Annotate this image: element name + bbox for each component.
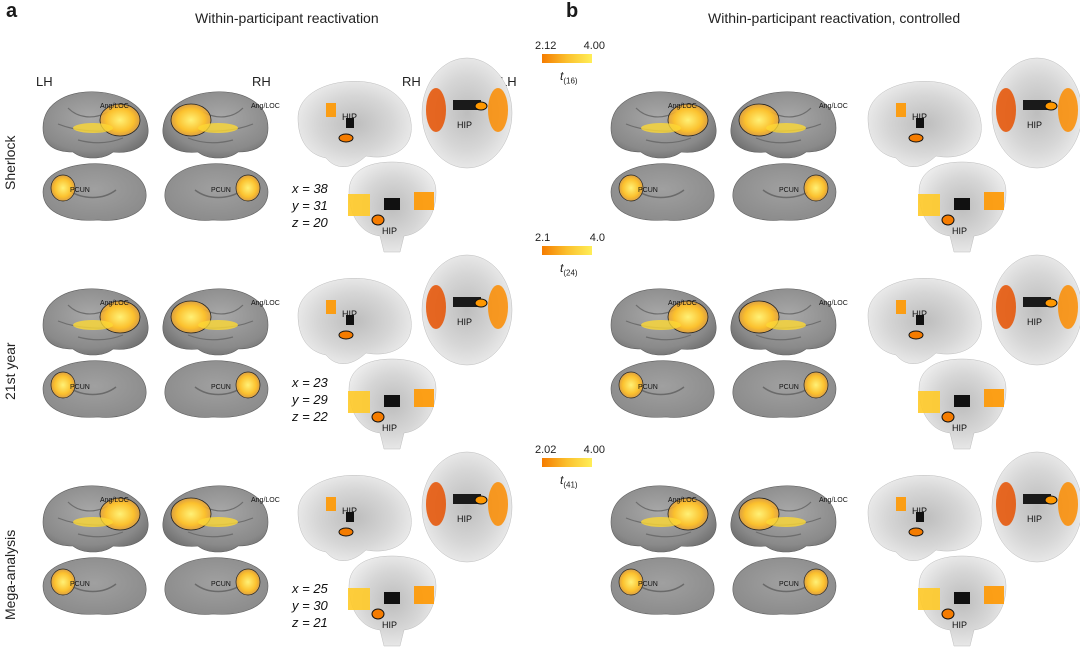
medial-lh-r1-p0 bbox=[42, 360, 147, 418]
svg-text:HIP: HIP bbox=[457, 120, 472, 130]
medial-lh-r0-p0 bbox=[42, 163, 147, 221]
svg-text:HIP: HIP bbox=[382, 620, 397, 630]
svg-text:PCUN: PCUN bbox=[638, 581, 658, 588]
svg-text:Ang/LOC: Ang/LOC bbox=[251, 103, 280, 110]
svg-text:PCUN: PCUN bbox=[638, 187, 658, 194]
svg-text:HIP: HIP bbox=[342, 112, 357, 122]
svg-text:HIP: HIP bbox=[382, 423, 397, 433]
medial-rh-r1-p1 bbox=[732, 360, 837, 418]
svg-text:PCUN: PCUN bbox=[779, 187, 799, 194]
svg-text:HIP: HIP bbox=[1027, 120, 1042, 130]
mri-coronal-r1-p1: HIP bbox=[918, 358, 1007, 450]
mri-sagittal-r2-p0: HIP bbox=[297, 475, 412, 561]
svg-text:HIP: HIP bbox=[1027, 514, 1042, 524]
lateral-lh-r1-p1 bbox=[610, 288, 717, 356]
lateral-rh-r2-p1 bbox=[730, 485, 837, 553]
svg-text:PCUN: PCUN bbox=[211, 187, 231, 194]
svg-text:Ang/LOC: Ang/LOC bbox=[668, 497, 697, 504]
svg-text:PCUN: PCUN bbox=[779, 581, 799, 588]
mri-sagittal-r0-p0: HIP bbox=[297, 81, 412, 167]
svg-text:PCUN: PCUN bbox=[70, 384, 90, 391]
svg-text:PCUN: PCUN bbox=[779, 384, 799, 391]
mri-sagittal-r2-p1: HIP bbox=[867, 475, 982, 561]
mri-coronal-r1-p0: HIP bbox=[348, 358, 437, 450]
panel-b-title: Within-participant reactivation, control… bbox=[708, 10, 961, 26]
svg-text:HIP: HIP bbox=[1027, 317, 1042, 327]
svg-text:HIP: HIP bbox=[342, 309, 357, 319]
svg-text:Ang/LOC: Ang/LOC bbox=[668, 300, 697, 307]
medial-lh-r1-p1 bbox=[610, 360, 715, 418]
mri-sagittal-r1-p1: HIP bbox=[867, 278, 982, 364]
panel-a-title: Within-participant reactivation bbox=[195, 10, 379, 26]
mri-coronal-r0-p0: HIP bbox=[348, 161, 437, 253]
mri-sagittal-r0-p1: HIP bbox=[867, 81, 982, 167]
svg-text:Ang/LOC: Ang/LOC bbox=[819, 497, 848, 504]
svg-text:Ang/LOC: Ang/LOC bbox=[668, 103, 697, 110]
mri-axial-r1-p0: HIP bbox=[421, 254, 513, 366]
lateral-rh-r0-p1 bbox=[730, 91, 837, 159]
mri-axial-r0-p0: HIP bbox=[421, 57, 513, 169]
lateral-lh-r0-p1 bbox=[610, 91, 717, 159]
panel-a-letter: a bbox=[6, 0, 18, 22]
lateral-rh-r0-p0 bbox=[162, 91, 269, 159]
lateral-lh-r1-p0 bbox=[42, 288, 149, 356]
svg-text:HIP: HIP bbox=[912, 112, 927, 122]
medial-rh-r1-p0 bbox=[164, 360, 269, 418]
medial-rh-r2-p0 bbox=[164, 557, 269, 615]
mri-sagittal-r1-p0: HIP bbox=[297, 278, 412, 364]
svg-text:HIP: HIP bbox=[457, 514, 472, 524]
mri-axial-r0-p1: HIP bbox=[991, 57, 1080, 169]
medial-lh-r2-p1 bbox=[610, 557, 715, 615]
svg-text:HIP: HIP bbox=[457, 317, 472, 327]
mri-coronal-r2-p1: HIP bbox=[918, 555, 1007, 647]
panel-b-letter: b bbox=[566, 0, 579, 22]
svg-text:Ang/LOC: Ang/LOC bbox=[100, 300, 129, 307]
lateral-lh-r2-p1 bbox=[610, 485, 717, 553]
svg-text:PCUN: PCUN bbox=[211, 384, 231, 391]
mri-coronal-r2-p0: HIP bbox=[348, 555, 437, 647]
medial-lh-r2-p0 bbox=[42, 557, 147, 615]
lateral-lh-r0-p0 bbox=[42, 91, 149, 159]
lateral-rh-r2-p0 bbox=[162, 485, 269, 553]
svg-text:PCUN: PCUN bbox=[211, 581, 231, 588]
svg-text:HIP: HIP bbox=[952, 226, 967, 236]
svg-text:PCUN: PCUN bbox=[70, 187, 90, 194]
svg-text:HIP: HIP bbox=[382, 226, 397, 236]
rh-label: RH bbox=[252, 74, 271, 89]
medial-rh-r2-p1 bbox=[732, 557, 837, 615]
mri-axial-r2-p0: HIP bbox=[421, 451, 513, 563]
lateral-lh-r2-p0 bbox=[42, 485, 149, 553]
lateral-rh-r1-p0 bbox=[162, 288, 269, 356]
mri-axial-r2-p1: HIP bbox=[991, 451, 1080, 563]
svg-text:PCUN: PCUN bbox=[70, 581, 90, 588]
mri-axial-r1-p1: HIP bbox=[991, 254, 1080, 366]
svg-text:HIP: HIP bbox=[342, 506, 357, 516]
svg-text:Ang/LOC: Ang/LOC bbox=[100, 497, 129, 504]
svg-text:HIP: HIP bbox=[912, 309, 927, 319]
mri-coronal-r0-p1: HIP bbox=[918, 161, 1007, 253]
lh-label: LH bbox=[36, 74, 53, 89]
medial-rh-r0-p1 bbox=[732, 163, 837, 221]
svg-text:Ang/LOC: Ang/LOC bbox=[100, 103, 129, 110]
svg-text:HIP: HIP bbox=[952, 620, 967, 630]
lateral-rh-r1-p1 bbox=[730, 288, 837, 356]
svg-text:PCUN: PCUN bbox=[638, 384, 658, 391]
medial-lh-r0-p1 bbox=[610, 163, 715, 221]
svg-text:Ang/LOC: Ang/LOC bbox=[819, 300, 848, 307]
mri-rh-label: RH bbox=[402, 74, 421, 89]
medial-rh-r0-p0 bbox=[164, 163, 269, 221]
svg-text:HIP: HIP bbox=[912, 506, 927, 516]
svg-text:Ang/LOC: Ang/LOC bbox=[251, 300, 280, 307]
svg-text:Ang/LOC: Ang/LOC bbox=[251, 497, 280, 504]
svg-text:Ang/LOC: Ang/LOC bbox=[819, 103, 848, 110]
svg-text:HIP: HIP bbox=[952, 423, 967, 433]
